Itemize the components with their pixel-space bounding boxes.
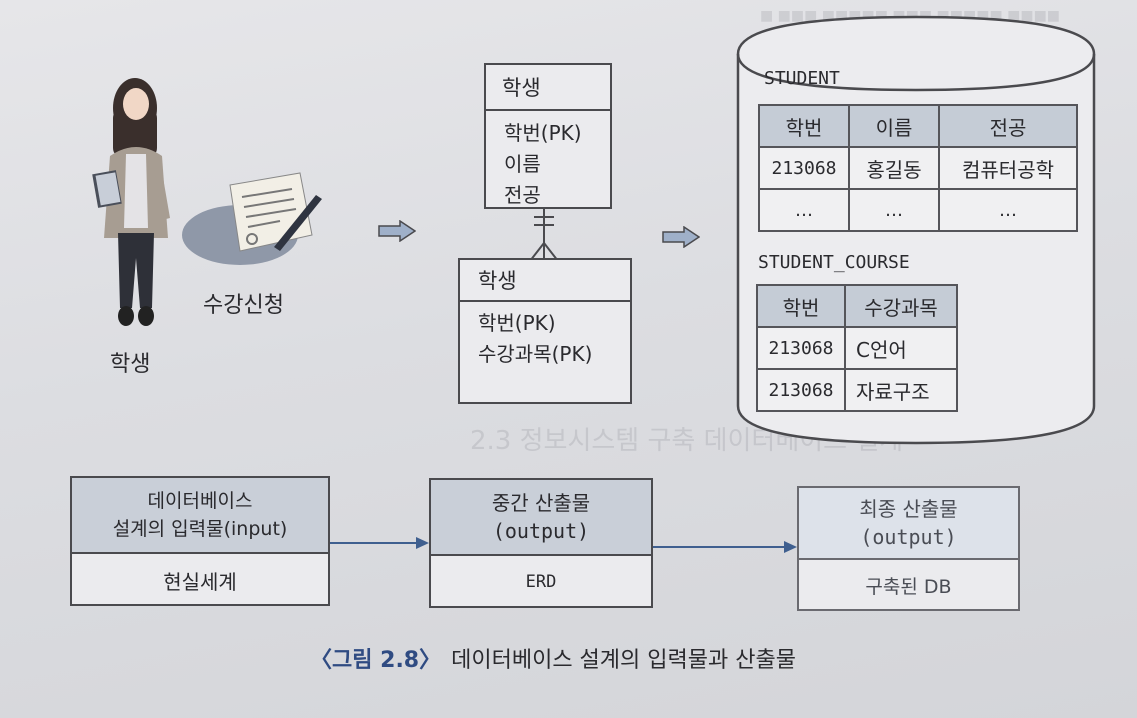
application-document-illustration — [180, 165, 330, 270]
entity1-title: 학생 — [486, 65, 610, 111]
flow-box2-title-line1: 중간 산출물 — [491, 491, 591, 515]
flow-box1-title-line1: 데이터베이스 — [147, 490, 253, 512]
figure-caption: 〈그림 2.8〉 데이터베이스 설계의 입력물과 산출물 — [310, 642, 796, 674]
erd-relationship-line — [529, 209, 559, 261]
student-course-table: 학번 수강과목 213068 C언어 213068 자료구조 — [756, 284, 958, 412]
table1-cell: 213068 — [758, 146, 850, 190]
student-illustration — [90, 68, 190, 338]
table2-header: 수강과목 — [844, 284, 958, 328]
table1-header: 이름 — [848, 104, 940, 148]
apply-label: 수강신청 — [203, 293, 284, 318]
table1-header: 학번 — [758, 104, 850, 148]
flow-arrow-icon-2 — [653, 541, 797, 553]
table2-header: 학번 — [756, 284, 846, 328]
flow-box1-body: 현실세계 — [163, 569, 237, 594]
flow-box3-title-line1: 최종 산출물 — [859, 497, 958, 521]
erd-entity-student-course: 학생 학번(PK) 수강과목(PK) — [458, 258, 632, 404]
figure-caption-text: 데이터베이스 설계의 입력물과 산출물 — [451, 648, 796, 673]
person-label: 학생 — [110, 352, 151, 377]
flow-box-input: 데이터베이스 설계의 입력물(input) 현실세계 — [70, 476, 330, 606]
flow-box-intermediate: 중간 산출물 (output) ERD — [429, 478, 653, 608]
table2-name: STUDENT_COURSE — [758, 252, 910, 273]
table2-cell: 213068 — [756, 368, 846, 412]
table1-header: 전공 — [938, 104, 1078, 148]
block-arrow-icon-1 — [378, 220, 416, 242]
flow-box3-body: 구축된 DB — [865, 576, 952, 598]
flow-box1-title-line2: 설계의 입력물(input) — [112, 518, 288, 540]
block-arrow-icon-2 — [662, 226, 700, 248]
flow-box3-title-line2: (output) — [860, 525, 957, 549]
table1-cell: 컴퓨터공학 — [938, 146, 1078, 190]
table2-cell: 213068 — [756, 326, 846, 370]
erd-entity-student: 학생 학번(PK) 이름 전공 — [484, 63, 612, 209]
entity2-attr: 수강과목(PK) — [478, 342, 593, 366]
entity1-attr: 학번(PK) — [504, 121, 582, 145]
table2-cell: C언어 — [844, 326, 958, 370]
entity1-attr: 전공 — [504, 183, 541, 207]
flow-box-final: 최종 산출물 (output) 구축된 DB — [797, 486, 1020, 611]
table1-cell: … — [758, 188, 850, 232]
figure-number: 〈그림 2.8〉 — [310, 648, 442, 673]
entity2-title: 학생 — [460, 260, 630, 302]
flow-box2-title-line2: (output) — [492, 519, 590, 543]
table1-cell: 홍길동 — [848, 146, 940, 190]
table2-cell: 자료구조 — [844, 368, 958, 412]
table1-cell: … — [848, 188, 940, 232]
table1-cell: … — [938, 188, 1078, 232]
entity2-attr: 학번(PK) — [478, 311, 556, 335]
flow-box2-body: ERD — [525, 572, 557, 592]
flow-arrow-icon-1 — [330, 537, 429, 549]
entity1-attr: 이름 — [504, 152, 541, 176]
table1-name: STUDENT — [764, 68, 840, 89]
student-table: 학번 이름 전공 213068 홍길동 컴퓨터공학 … … … — [758, 104, 1078, 232]
